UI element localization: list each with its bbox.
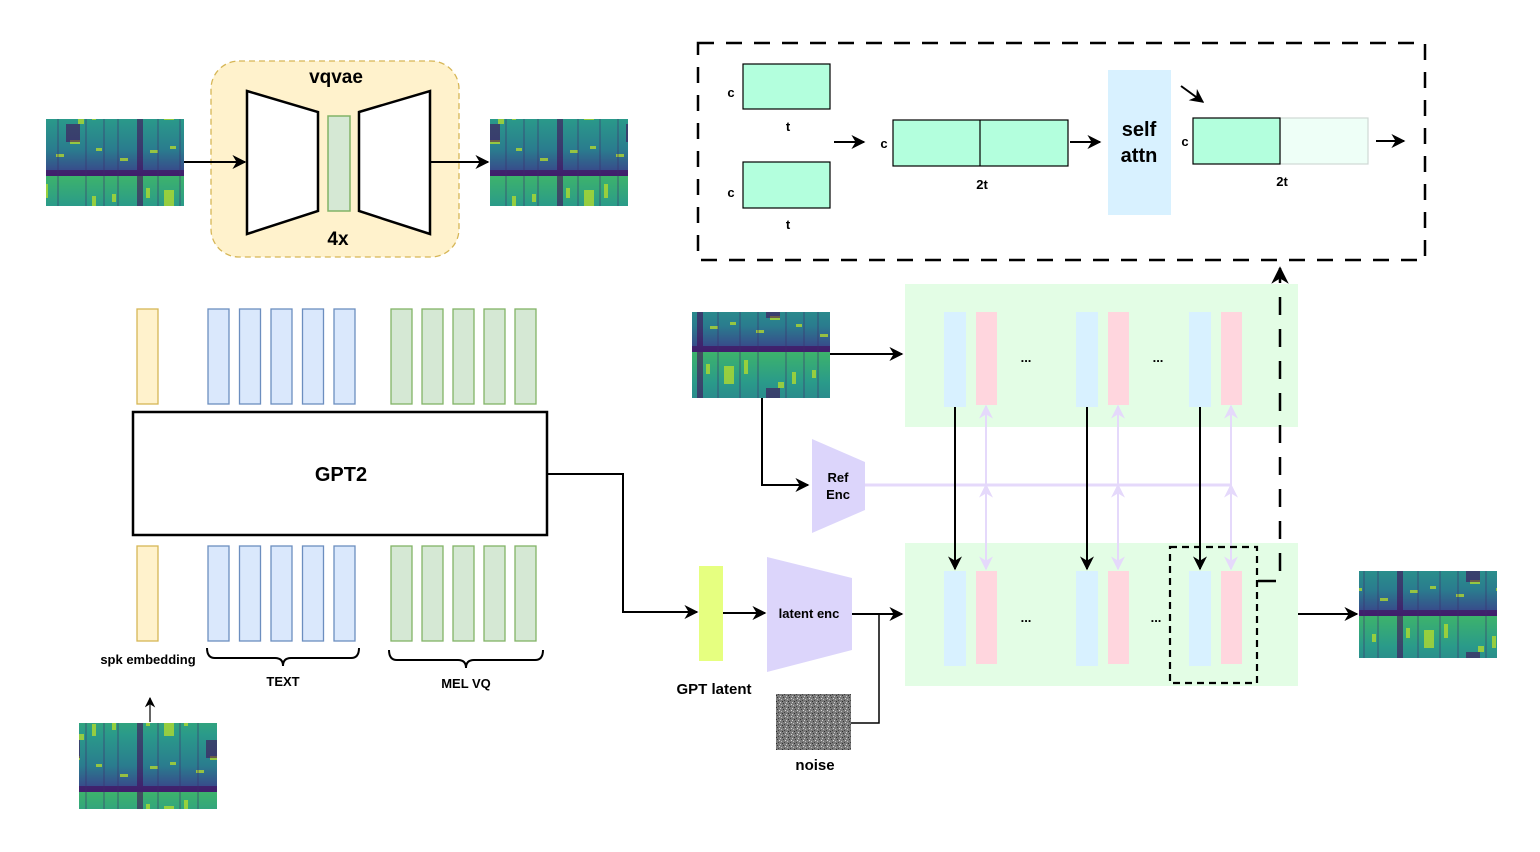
spk-embedding-label: spk embedding [100,652,195,667]
noise-connector [851,614,880,724]
gpt2-title: GPT2 [315,464,367,486]
self-attn-block: self attn [1108,70,1171,215]
bottom-style-block [1221,571,1242,664]
reference-spectrogram [692,312,830,398]
svg-text:2t: 2t [976,177,988,192]
top-style-block [1221,312,1242,405]
arrow-select-output [1180,85,1205,103]
latent-encoder [767,557,852,672]
text-token [207,308,230,405]
text-brace [206,647,360,667]
gpt2-block [131,410,549,537]
mel-token [483,545,506,642]
attn-concat: c 2t [880,119,1069,192]
arrow-block-to-detail [1258,266,1289,583]
ref-encoder [812,439,865,533]
bottom-style-block [976,571,997,664]
text-token [333,308,356,405]
ref-enc-label-1: Ref [828,470,850,485]
gpt-latent-label: GPT latent [676,681,751,698]
vqvae-repeat-label: 4x [327,229,349,250]
gpt-output-tokens [136,308,537,405]
top-content-block [1189,312,1211,407]
speaker-token [136,308,159,405]
mel-brace [388,649,544,669]
vqvae-title: vqvae [309,67,363,88]
text-token [270,308,293,405]
text-token [301,545,325,642]
highlighted-block [1168,545,1259,685]
ellipsis-bottom-1: ... [1021,610,1032,625]
mel-tokens-label: MEL VQ [441,676,491,691]
svg-text:attn: attn [1121,145,1158,167]
svg-text:t: t [786,119,791,134]
latent-enc-label: latent enc [779,606,840,621]
svg-text:c: c [727,85,734,100]
mel-token [452,308,475,405]
speaker-reference-spectrogram [79,723,217,809]
top-content-block [1076,312,1098,407]
mel-token [452,545,475,642]
mel-token [514,545,537,642]
speaker-token [136,545,159,642]
ellipsis-top-2: ... [1153,350,1164,365]
svg-text:c: c [880,136,887,151]
vqvae-decoder [357,89,432,236]
mel-token [483,308,506,405]
attention-detail-box [696,41,1427,262]
mel-token [421,308,444,405]
top-content-block [944,312,966,407]
vqvae-encoder [245,89,320,236]
ref-enc-label-2: Enc [826,487,850,502]
top-style-block [976,312,997,405]
text-token [207,545,230,642]
svg-text:t: t [786,217,791,232]
text-token [270,545,293,642]
mel-token [421,545,444,642]
attn-input-a: c t [727,63,831,134]
svg-text:c: c [727,185,734,200]
unet-columns [944,312,1242,666]
ellipsis-top-1: ... [1021,350,1032,365]
gpt-input-tokens [136,545,537,642]
attn-input-b: c t [727,161,831,232]
svg-text:self: self [1122,119,1157,141]
svg-text:2t: 2t [1276,174,1288,189]
noise-label: noise [795,757,834,774]
arrow-gpt-to-latent [547,473,699,619]
attn-output: c 2t [1181,117,1369,189]
text-token [301,308,325,405]
svg-text:c: c [1181,134,1188,149]
text-token [238,545,262,642]
input-spectrogram [46,119,184,206]
bottom-content-block [944,571,966,666]
reconstructed-spectrogram [490,119,628,206]
mel-token [514,308,537,405]
bottom-content-block [1076,571,1098,666]
bottom-style-block [1108,571,1129,664]
text-tokens-label: TEXT [266,674,299,689]
arrow-ref-to-refenc [761,398,810,492]
vqvae-codebook [327,115,351,212]
text-token [238,308,262,405]
mel-token [390,308,413,405]
ellipsis-bottom-2: ... [1151,610,1162,625]
gpt-latent-token [699,566,723,661]
noise-image [776,694,851,750]
mel-token [390,545,413,642]
output-spectrogram [1359,571,1497,658]
top-style-block [1108,312,1129,405]
bottom-content-block [1189,571,1211,666]
text-token [333,545,356,642]
